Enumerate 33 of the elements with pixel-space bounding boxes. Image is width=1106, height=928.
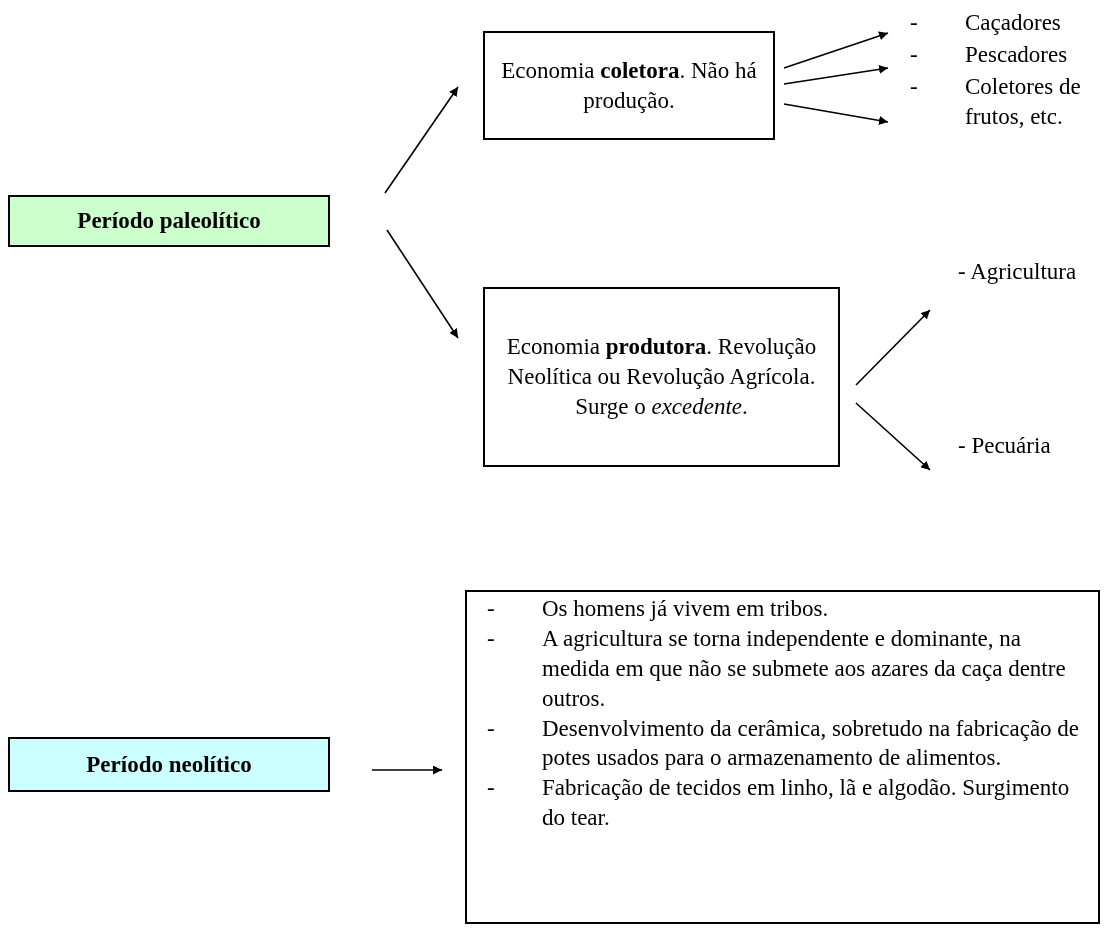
box-title: Período neolítico <box>86 750 252 779</box>
arrow <box>783 31 889 69</box>
bullet-dash: - <box>487 714 496 743</box>
arrow <box>384 86 459 194</box>
arrow <box>783 64 889 85</box>
arrow <box>371 765 443 775</box>
list-item: - Agricultura <box>958 258 1078 287</box>
list-item: Pescadores <box>965 41 1069 69</box>
bullet-dash: - <box>910 9 919 37</box>
list-item: - Pecuária <box>958 432 1052 461</box>
list-item: Coletores de frutos, etc. <box>965 73 1082 131</box>
arrow <box>386 229 459 339</box>
arrow <box>855 402 931 471</box>
bullet-dash: - <box>910 41 919 69</box>
arrow <box>855 309 931 386</box>
list-item: Desenvolvimento da cerâmica, sobretudo na fabricação de potes usados para o armazenamento de alimentos. <box>542 714 1081 773</box>
period-box <box>8 195 330 247</box>
bullet-dash: - <box>487 624 496 653</box>
box-text: Economia coletora. Não há produção. <box>500 56 758 115</box>
list-item: Caçadores <box>965 9 1062 37</box>
text-box <box>483 31 775 140</box>
text-box <box>483 287 840 467</box>
box-title: Período paleolítico <box>77 207 261 236</box>
arrow <box>783 103 889 125</box>
list-item: A agricultura se torna independente e dominante, na medida em que não se submete aos azares da caça dentre outros. <box>542 624 1067 713</box>
list-item: Fabricação de tecidos em linho, lã e algodão. Surgimento do tear. <box>542 774 1071 833</box>
bullet-dash: - <box>487 595 496 623</box>
bullet-dash: - <box>487 774 496 803</box>
period-box <box>8 737 330 792</box>
box-text: Economia produtora. Revolução Neolítica ou Revolução Agrícola. Surge o excedente. <box>505 333 818 421</box>
list-item: Os homens já vivem em tribos. <box>542 595 830 623</box>
bullet-dash: - <box>910 73 919 101</box>
list-box <box>465 590 1100 924</box>
